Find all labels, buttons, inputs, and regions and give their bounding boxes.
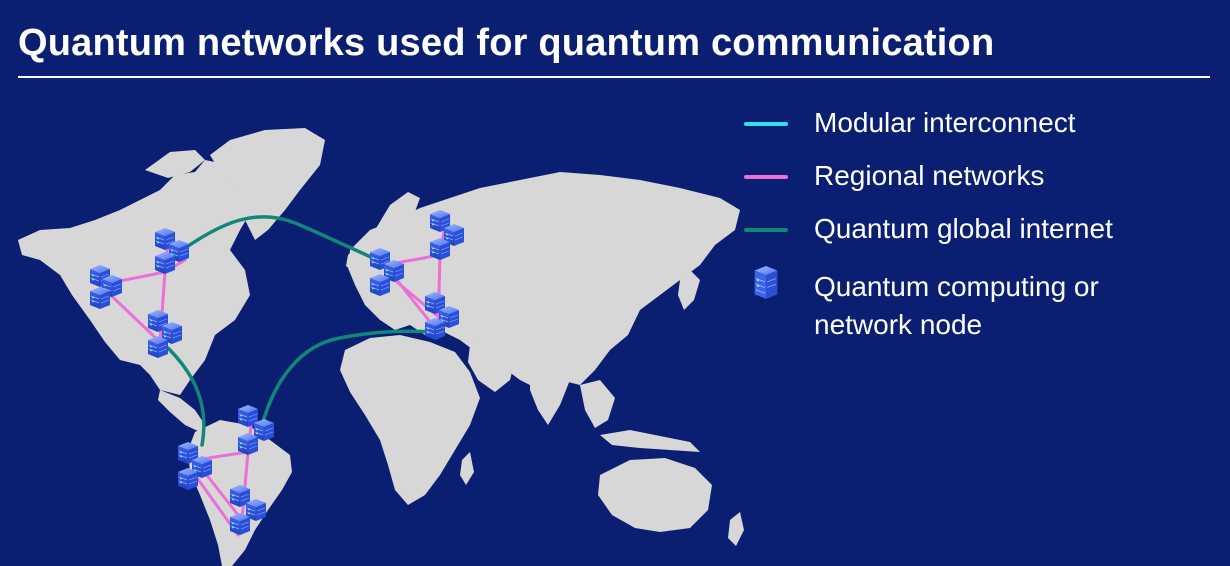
legend-item-modular-interconnect: Modular interconnect [744,104,1075,138]
modular-interconnect-swatch [744,122,788,126]
global-internet-links [166,215,434,447]
world-map [18,128,744,566]
legend-label-quantum-global-internet: Quantum global internet [814,213,1113,244]
continent-new-zealand [728,512,744,546]
legend-item-quantum-global-internet: Quantum global internet [744,210,1113,244]
continent-india [530,365,570,425]
continent-madagascar [460,452,474,485]
legend-label-regional-networks: Regional networks [814,160,1045,191]
continent-australia [598,458,712,532]
title-divider [18,76,1210,78]
legend-label-node-line1: Quantum computing or [814,271,1099,302]
legend-label-modular-interconnect: Modular interconnect [814,107,1076,138]
legend-label-node: Quantum computing or network node [814,268,1099,344]
continent-southeast-asia [580,380,615,428]
quantum-global-internet-swatch [744,228,788,232]
continents [18,128,744,566]
continent-africa [340,335,480,505]
continent-japan [678,270,700,310]
link-north-america-europe [183,215,384,264]
legend-item-regional-networks: Regional networks [744,157,1044,191]
legend-label-node-line2: network node [814,309,983,340]
continent-indonesia [600,430,700,452]
page-title: Quantum networks used for quantum commun… [18,22,995,64]
server-stack-icon [744,266,788,306]
regional-networks-swatch [744,175,788,179]
continent-greenland [210,128,325,240]
continent-arctic-islands [145,150,205,178]
link-north-america-south-america [166,346,206,447]
continent-scandinavia [375,192,420,245]
continent-central-america [158,390,205,432]
link-europe-south-america [260,329,434,427]
continent-arabia [468,342,515,392]
legend-item-node: Quantum computing or network node [744,266,1099,340]
